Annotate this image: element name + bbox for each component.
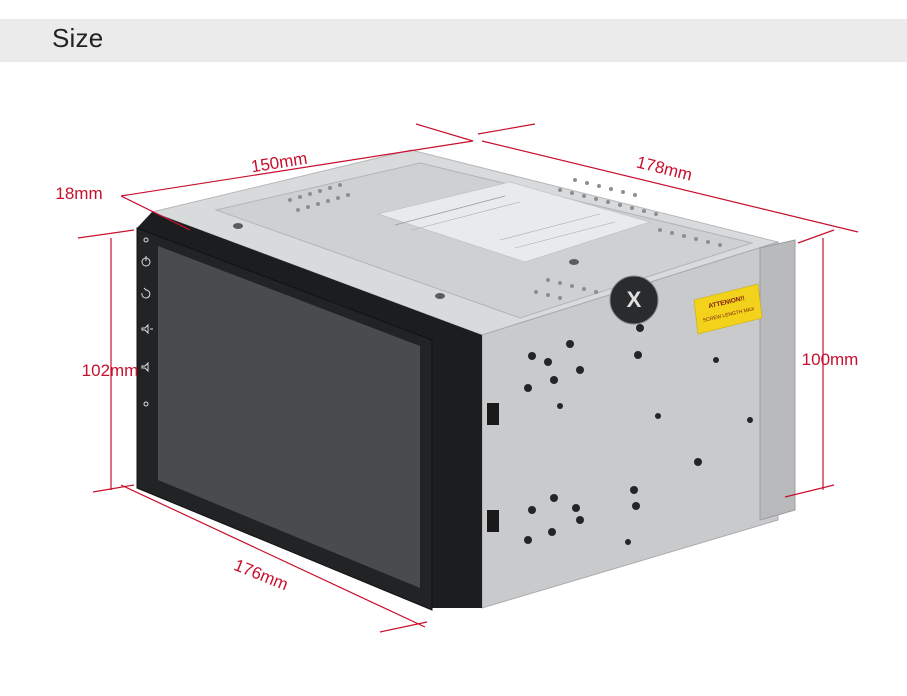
top-vent-holes [288, 178, 722, 300]
svg-text:X: X [627, 287, 642, 312]
dim-bottom-width: 176mm [231, 555, 291, 594]
dim-rear-height: 100mm [802, 350, 859, 369]
device-rear-bracket [759, 239, 796, 521]
mic-icon[interactable] [143, 237, 149, 243]
side-mounting-holes [524, 324, 753, 545]
dim-front-height: 102mm [82, 361, 139, 380]
header-bar: Size [0, 19, 907, 62]
dimension-lines [77, 123, 859, 633]
device-screen [158, 246, 420, 588]
top-label [376, 181, 652, 263]
logo-badge-icon: X [609, 275, 659, 325]
back-icon[interactable] [141, 287, 151, 299]
reset-icon[interactable] [143, 401, 149, 407]
volume-down-icon[interactable] [141, 361, 149, 373]
dim-face-depth: 18mm [55, 184, 102, 203]
page-title: Size [52, 23, 104, 53]
power-icon[interactable] [141, 256, 151, 267]
dim-top-front-width: 150mm [250, 149, 309, 177]
volume-up-icon[interactable] [141, 323, 153, 335]
attention-sticker: ATTENION!! SCREW LENGTH MAX [693, 283, 763, 335]
